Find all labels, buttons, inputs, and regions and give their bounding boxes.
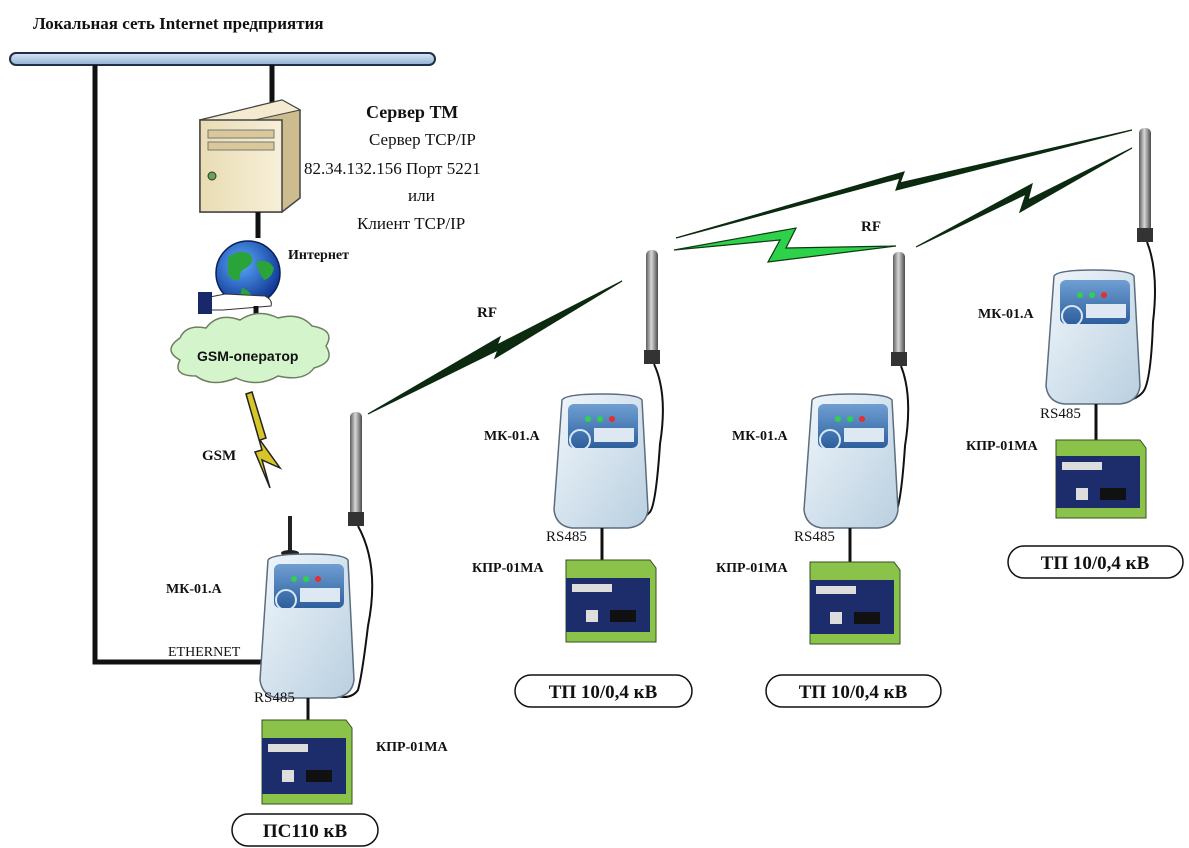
main-controller-label: КПР-01МА [376,740,448,755]
controller-device-icon [1055,439,1147,519]
tp1-modem-label: МК-01.А [484,429,541,444]
tp1-rs485-label: RS485 [546,529,587,545]
tp3-controller-label: КПР-01МА [966,439,1038,454]
rf-label-1: RF [477,305,497,321]
rf-link-green [673,227,897,263]
rf-link-right [915,147,1133,248]
tp1-controller-label: КПР-01МА [472,561,544,576]
server-line-2: 82.34.132.156 Порт 5221 [304,159,481,178]
tp2-modem-label: МК-01.А [732,429,789,444]
tp2-station [803,252,910,645]
tp2-station-label: ТП 10/0,4 кВ [799,682,908,703]
modem-device-icon [259,553,355,699]
server-line-3: или [408,186,435,205]
tp2-rs485-label: RS485 [794,529,835,545]
rf-link-top [675,129,1133,239]
modem-device-icon [1045,269,1141,405]
server-icon [198,99,302,213]
ethernet-cable [92,65,268,665]
main-station-badge [231,813,379,847]
server-line-4: Клиент TCP/IP [357,214,465,233]
tp3-modem-label: МК-01.А [978,307,1035,322]
rf-link-main [367,280,623,415]
controller-device-icon [261,719,353,805]
internet-label: Интернет [288,248,349,263]
gsm-lightning-icon [245,391,283,489]
modem-device-icon [553,393,649,529]
gsm-label: GSM [202,448,236,464]
controller-device-icon [565,559,657,643]
tp3-station [1045,128,1156,519]
rf-label-2: RF [861,219,881,235]
server-title: Сервер ТМ [366,102,458,122]
gsm-operator-cloud [170,312,330,384]
lan-bus [9,52,436,66]
main-station-label: ПС110 кВ [263,821,348,842]
tp2-station-badge [765,674,942,708]
internet-globe-icon [198,240,281,314]
ethernet-label: ETHERNET [168,645,241,660]
rf-antenna-icon [321,412,374,698]
main-rs485-label: RS485 [254,690,295,706]
tp3-station-badge [1007,545,1184,579]
tp1-station-badge [514,674,693,708]
controller-device-icon [809,561,901,645]
lan-title: Локальная сеть Internet предприятия [33,14,324,33]
server-line-1: Сервер TCP/IP [369,130,476,149]
tp3-rs485-label: RS485 [1040,406,1081,422]
main-modem-label: МК-01.А [166,582,223,597]
tp2-controller-label: КПР-01МА [716,561,788,576]
tp3-station-label: ТП 10/0,4 кВ [1041,553,1150,574]
gsm-operator-label: GSM-оператор [197,348,298,364]
main-station [259,412,374,805]
modem-device-icon [803,393,899,529]
tp1-station [553,250,664,643]
tp1-station-label: ТП 10/0,4 кВ [549,682,658,703]
